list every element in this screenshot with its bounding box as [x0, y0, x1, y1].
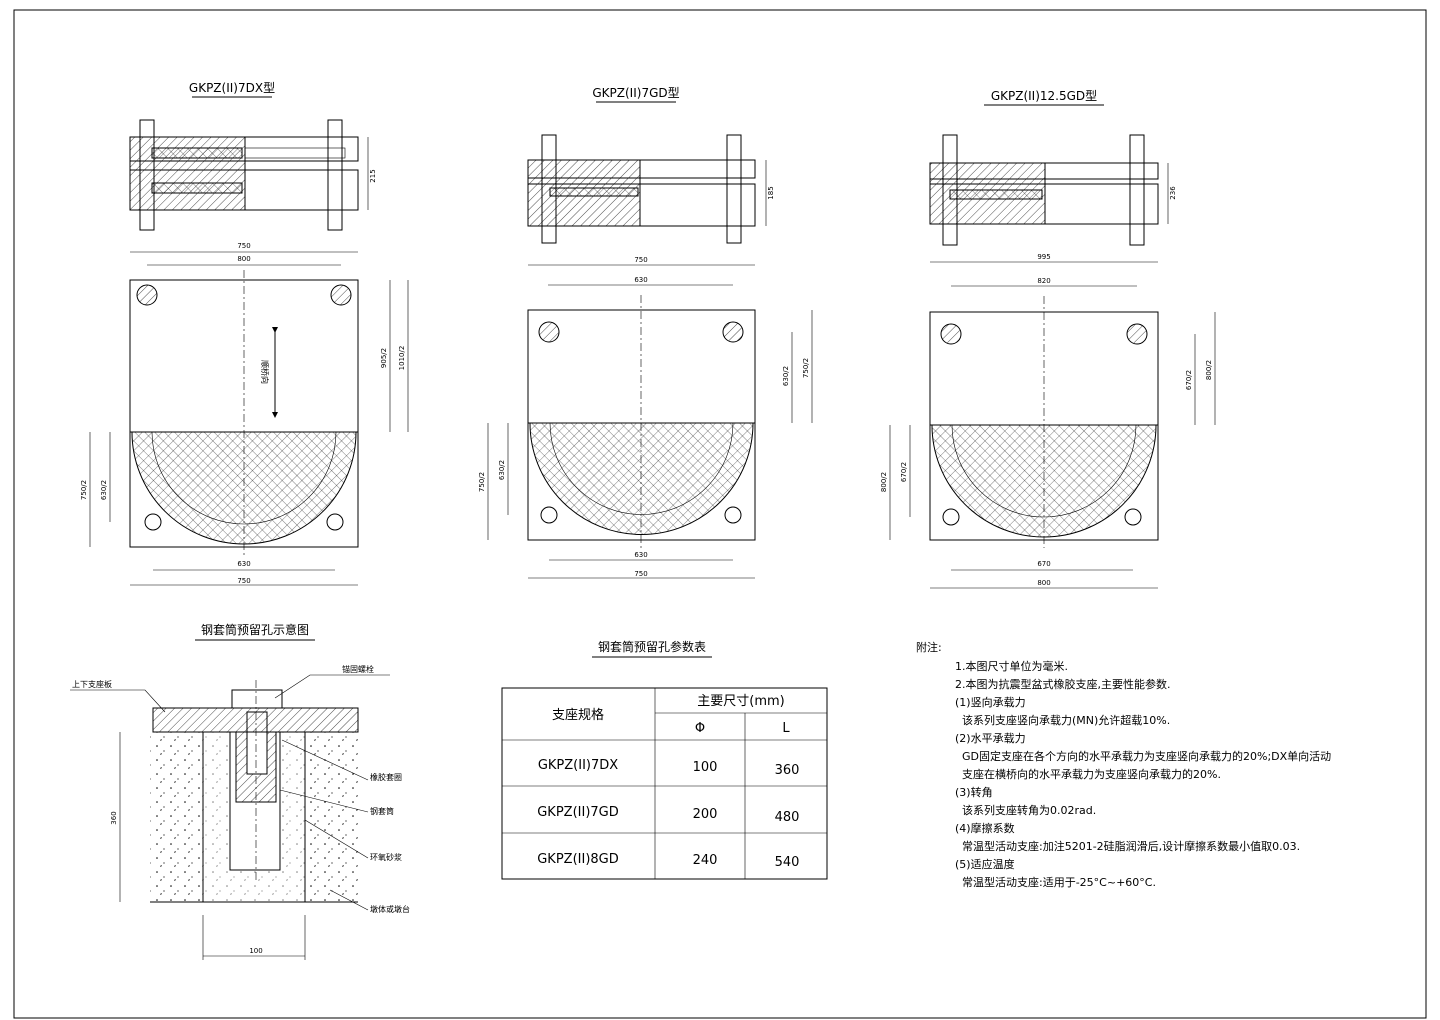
col-phi: Φ	[695, 721, 705, 736]
dim-right-inner: 905/2	[380, 348, 388, 368]
label-epoxy-mortar: 环氧砂浆	[370, 852, 402, 862]
plan-view: 750 800 顺桥向 905/2 1010/2 630/2 750/2 630	[80, 242, 409, 586]
note-line: 常温型活动支座:加注5201-2硅脂润滑后,设计摩擦系数最小值取0.03.	[962, 839, 1300, 853]
row-phi: 200	[693, 807, 718, 822]
drawing-125gd: GKPZ(II)12.5GD型 236 995 820	[880, 89, 1216, 589]
dim-right-outer: 800/2	[1205, 360, 1213, 380]
label-anchor-bolt: 锚固螺栓	[342, 664, 374, 674]
bolt-hole-icon	[942, 508, 960, 526]
note-line: GD固定支座在各个方向的水平承载力为支座竖向承载力的20%;DX单向活动	[962, 749, 1331, 763]
notes: 附注: 1.本图尺寸单位为毫米. 2.本图为抗震型盆式橡胶支座,主要性能参数. …	[916, 640, 1331, 889]
dim-left-inner: 670/2	[900, 462, 908, 482]
dim-left-inner: 630/2	[498, 460, 506, 480]
dim-left-outer: 800/2	[880, 472, 888, 492]
bottom-width: 800	[1037, 579, 1050, 587]
bolt-hole-icon	[538, 321, 560, 343]
drawing-7gd: GKPZ(II)7GD型 185 750 630	[478, 86, 813, 579]
height-dim: 185	[767, 186, 775, 199]
bolt-hole-icon	[144, 513, 162, 531]
bolt-hole-icon	[136, 284, 158, 306]
bolt-hole-icon	[1124, 508, 1142, 526]
drawing-7dx: GKPZ(II)7DX型 215 750 800	[80, 81, 409, 586]
bolt-hole-icon	[724, 506, 742, 524]
height-dim: 215	[369, 169, 377, 182]
drawing-title: GKPZ(II)7DX型	[189, 81, 275, 95]
note-line: 支座在横桥向的水平承载力为支座竖向承载力的20%.	[962, 767, 1221, 781]
bottom-width: 750	[237, 577, 250, 585]
note-line: 2.本图为抗震型盆式橡胶支座,主要性能参数.	[955, 677, 1171, 691]
dim-right-outer: 750/2	[802, 358, 810, 378]
dim-left-outer: 750/2	[80, 480, 88, 500]
depth-dim: 360	[110, 811, 118, 824]
bolt-hole-icon	[540, 506, 558, 524]
sheet-border	[13, 9, 1427, 1019]
row-l: 480	[775, 810, 800, 825]
sleeve-title: 钢套筒预留孔示意图	[201, 622, 309, 637]
top-width: 750	[237, 242, 250, 250]
row-l: 360	[775, 763, 800, 778]
dim-right-outer: 1010/2	[398, 346, 406, 371]
width-dim: 100	[249, 947, 262, 955]
row-spec: GKPZ(II)7GD	[537, 805, 619, 820]
note-line: 该系列支座转角为0.02rad.	[962, 803, 1096, 817]
note-line: (4)摩擦系数	[955, 821, 1015, 835]
bolt-hole-icon	[1126, 323, 1148, 345]
bolt-hole-icon	[722, 321, 744, 343]
height-dim: 236	[1169, 186, 1177, 200]
label-pier: 墩体或墩台	[370, 904, 410, 914]
label-rubber-ring: 橡胶套圈	[370, 772, 402, 782]
row-spec: GKPZ(II)8GD	[537, 852, 619, 867]
side-elevation: 185	[527, 134, 775, 244]
table-title: 钢套筒预留孔参数表	[598, 639, 706, 654]
side-elevation: 236	[929, 134, 1177, 246]
bottom-width: 750	[634, 570, 647, 578]
note-line: 该系列支座竖向承载力(MN)允许超载10%.	[962, 713, 1170, 727]
row-l: 540	[775, 855, 800, 870]
label-top-plate: 上下支座板	[72, 679, 112, 689]
direction-label: 顺桥向	[260, 360, 270, 384]
bolt-hole-icon	[326, 513, 344, 531]
row-phi: 100	[693, 760, 718, 775]
bolt-spacing-bottom: 670	[1037, 560, 1050, 568]
note-line: (3)转角	[955, 785, 993, 799]
bolt-spacing-top: 820	[1037, 277, 1050, 285]
note-line: 常温型活动支座:适用于-25°C~+60°C.	[962, 875, 1156, 889]
bolt-spacing-top: 630	[634, 276, 647, 284]
note-line: (2)水平承载力	[955, 732, 1026, 745]
note-line: (5)适应温度	[955, 857, 1015, 871]
dim-right-inner: 670/2	[1185, 370, 1193, 390]
bolt-hole-icon	[940, 323, 962, 345]
bolt-hole-icon	[330, 284, 352, 306]
top-width: 995	[1037, 253, 1050, 261]
col-spec: 支座规格	[552, 707, 604, 723]
dim-left-outer: 750/2	[478, 472, 486, 492]
side-elevation: 215	[129, 119, 377, 231]
dim-left-inner: 630/2	[100, 480, 108, 500]
col-main: 主要尺寸(mm)	[697, 694, 784, 709]
col-l: L	[782, 721, 790, 736]
dim-right-inner: 630/2	[782, 366, 790, 386]
note-line: (1)竖向承载力	[955, 695, 1026, 709]
top-width: 750	[634, 256, 647, 264]
bolt-spacing-top: 800	[237, 255, 250, 263]
bolt-spacing-bottom: 630	[634, 551, 647, 559]
notes-heading: 附注:	[916, 640, 942, 654]
param-table: 钢套筒预留孔参数表 支座规格 主要尺寸(mm) Φ L GKPZ(II)7DX …	[501, 639, 828, 880]
label-steel-sleeve: 钢套筒	[370, 806, 394, 816]
bolt-spacing-bottom: 630	[237, 560, 250, 568]
plan-view: 995 820 670/2 800/2 670/2 800/2 670 800	[880, 253, 1216, 589]
row-phi: 240	[693, 853, 718, 868]
plan-view: 750 630 630/2 750/2 630/2 750/2 630 750	[478, 256, 813, 579]
sleeve-diagram: 钢套筒预留孔示意图 360 100 上下支座板 锚固螺栓 橡胶套圈 钢套筒 环氧…	[70, 622, 410, 960]
row-spec: GKPZ(II)7DX	[538, 758, 618, 773]
drawing-title: GKPZ(II)12.5GD型	[991, 89, 1097, 103]
drawing-title: GKPZ(II)7GD型	[592, 86, 679, 100]
note-line: 1.本图尺寸单位为毫米.	[955, 659, 1068, 673]
